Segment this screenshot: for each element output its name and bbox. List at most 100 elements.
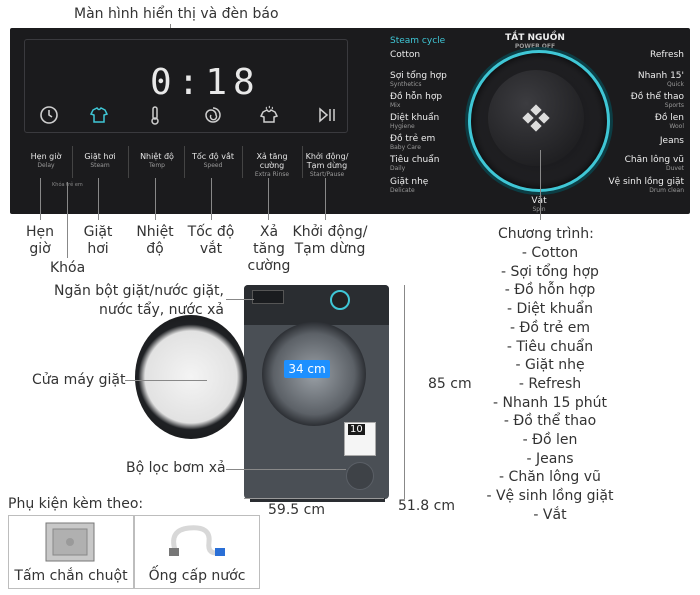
programs-item: - Refresh (518, 375, 582, 392)
program-label: Diệt khuẩn (390, 113, 440, 123)
speed-label-en: Speed (203, 162, 223, 169)
program-label-en: Spin (532, 206, 546, 213)
callout-line (211, 178, 212, 220)
program-label-en: Baby Care (390, 144, 421, 151)
program-label-en: Wool (669, 123, 684, 130)
callout-line (268, 178, 269, 220)
callout-line (125, 380, 207, 381)
callout-line (540, 150, 541, 220)
program-label: Đồ trẻ em (390, 134, 436, 144)
width-dimension-line (244, 498, 384, 499)
program-label: Jeans (659, 136, 684, 146)
accessory-water-hose: Ống cấp nước (134, 515, 260, 589)
program-refresh[interactable]: Refresh (650, 50, 684, 60)
play-pause-icon (319, 107, 335, 123)
program-label-en: Mix (390, 102, 401, 109)
program-label-en: Quick (667, 81, 684, 88)
program-label-en: Synthetics (390, 81, 422, 88)
callout-line (226, 299, 254, 300)
programs-item: - Giặt nhẹ (515, 357, 585, 374)
callout-line (226, 469, 346, 470)
callout-line (155, 178, 156, 220)
power-off-label[interactable]: TẮT NGUỒN POWER OFF (500, 33, 570, 50)
programs-item: - Đồ trẻ em (510, 319, 590, 336)
thermometer-icon (151, 106, 159, 125)
program-label-en: Hygiene (390, 123, 415, 130)
washer-dial[interactable] (330, 290, 350, 310)
speed-button[interactable]: Tốc độ vắt Speed (188, 152, 238, 170)
programs-item: - Nhanh 15 phút (492, 394, 607, 411)
display-screen (24, 39, 348, 133)
programs-item: - Sợi tổng hợp (501, 263, 599, 280)
callout-line (98, 178, 99, 220)
label-drain-filter: Bộ lọc bơm xả (126, 460, 226, 476)
temp-label-en: Temp (149, 162, 165, 169)
height-dimension-line (404, 285, 405, 499)
drain-filter[interactable] (346, 462, 374, 490)
callout-line (67, 182, 68, 258)
dial-logo-icon (522, 104, 550, 132)
rat-guard-icon (45, 522, 95, 562)
programs-item: - Vắt (533, 506, 567, 523)
label-spin-speed: Tốc độ vắt (187, 224, 235, 257)
display-callout-label: Màn hình hiển thị và đèn báo (74, 6, 279, 22)
divider (184, 146, 185, 178)
program-label: Vắt (531, 196, 547, 206)
program-label: Đồ hỗn hợp (390, 92, 443, 102)
callout-line (40, 178, 41, 220)
steam-cycle-label: Steam cycle (390, 36, 446, 46)
divider (128, 146, 129, 178)
program-label: Giặt nhẹ (390, 177, 429, 187)
temp-label: Nhiệt độ (140, 152, 174, 161)
water-hose-icon (169, 525, 225, 556)
start-pause-label: Khởi động/ Tạm dừng (305, 152, 349, 170)
program-label: Đồ thể thao (630, 92, 684, 102)
label-drawer-1: Ngăn bột giặt/nước giặt, (54, 283, 224, 299)
temp-button[interactable]: Nhiệt độ Temp (136, 152, 178, 170)
spin-icon (205, 107, 221, 123)
dial-knob[interactable] (488, 70, 584, 166)
callout-line (325, 178, 326, 220)
program-cotton[interactable]: Cotton (390, 50, 420, 60)
program-label: Refresh (650, 50, 684, 60)
program-label: Sợi tổng hợp (390, 71, 447, 81)
delay-button[interactable]: Hẹn giờ Delay (26, 152, 66, 170)
display-time: 0:18 (150, 62, 261, 103)
program-spin[interactable]: Vắt Spin (524, 196, 554, 213)
programs-item: - Đồ len (522, 432, 578, 449)
program-label: Cotton (390, 50, 421, 60)
programs-item: - Chăn lông vũ (499, 469, 601, 486)
label-start-pause: Khởi động/ Tạm dừng (292, 224, 368, 257)
drum-diameter-label: 34 cm (284, 360, 330, 378)
programs-item: - Đồ hỗn hợp (504, 282, 596, 299)
divider (72, 146, 73, 178)
clock-icon (40, 106, 58, 124)
program-label-en: Sports (664, 102, 684, 109)
programs-list: - Cotton - Sợi tổng hợp - Đồ hỗn hợp - D… (470, 244, 630, 525)
program-label-en: Delicate (390, 187, 415, 194)
program-label: Chăn lông vũ (624, 155, 684, 165)
divider (302, 146, 303, 178)
program-label: Đồ len (654, 113, 684, 123)
programs-title: Chương trình: (498, 226, 594, 242)
program-quick[interactable]: Nhanh 15'Quick (638, 71, 684, 88)
start-pause-button[interactable]: Khởi động/ Tạm dừng Start/Pause (304, 152, 350, 179)
programs-item: - Vệ sinh lồng giặt (486, 488, 614, 505)
extra-rinse-button[interactable]: Xả tăng cường Extra Rinse (244, 152, 300, 179)
program-jeans[interactable]: Jeans (660, 136, 684, 146)
washer-door[interactable] (135, 315, 247, 439)
accessory-rat-guard: Tấm chắn chuột (8, 515, 134, 589)
steam-button[interactable]: Giặt hơi Steam (80, 152, 120, 170)
program-label: Tiêu chuẩn (390, 155, 440, 165)
detergent-drawer[interactable] (252, 290, 284, 304)
